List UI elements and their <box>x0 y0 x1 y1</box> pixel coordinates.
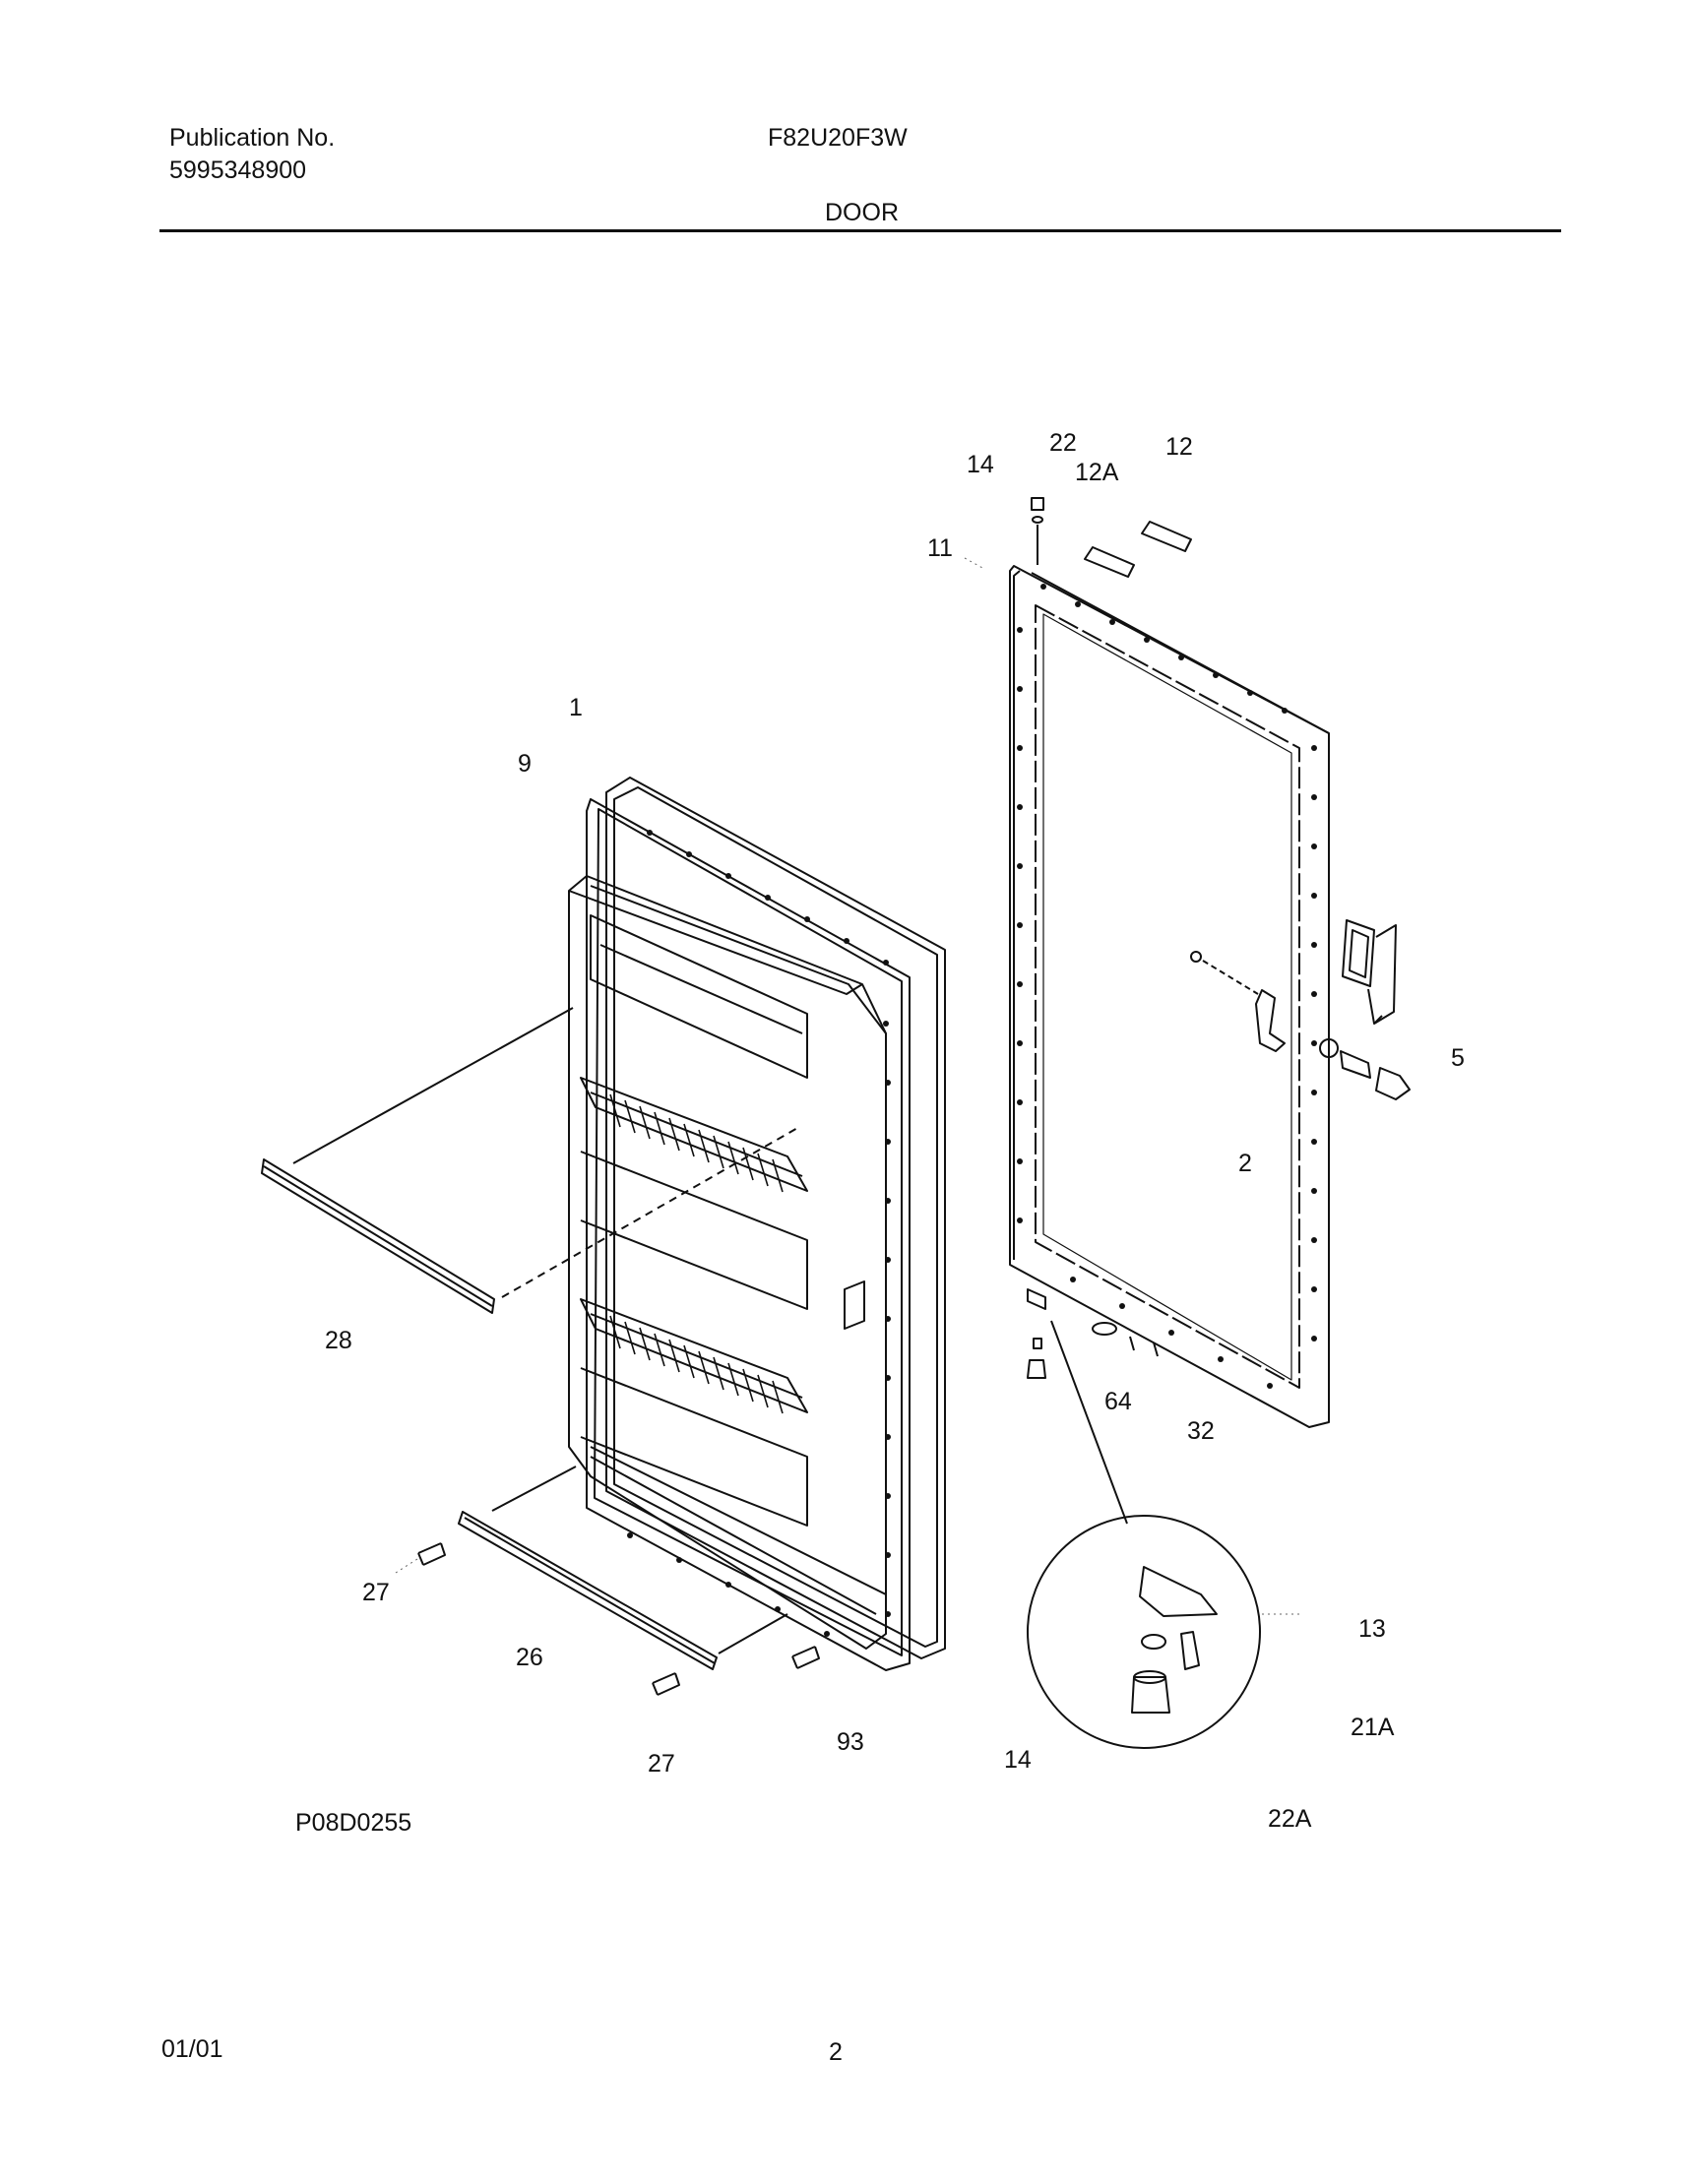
callout-32: 32 <box>1187 1417 1215 1445</box>
latch-icon <box>1190 951 1286 1052</box>
door-liner <box>568 875 887 1650</box>
bottom-hinge-parts <box>1027 1288 1159 1379</box>
door-labels <box>1084 521 1192 578</box>
callout-27-bottom: 27 <box>648 1750 675 1778</box>
shelf-grill-ribs <box>609 1093 784 1414</box>
door-gasket <box>586 777 946 1671</box>
callout-14-top: 14 <box>967 451 994 478</box>
outer-door-panel <box>1009 565 1330 1428</box>
rivet-icons <box>417 1542 820 1696</box>
callout-26: 26 <box>516 1644 543 1671</box>
callout-13: 13 <box>1358 1615 1386 1643</box>
section-title: DOOR <box>825 199 899 226</box>
lock-cylinder-icon <box>1319 1038 1411 1100</box>
callout-9: 9 <box>518 750 532 778</box>
detail-leader-line <box>1050 1320 1128 1525</box>
publication-label: Publication No. <box>169 124 336 152</box>
callout-11: 11 <box>927 534 953 562</box>
callout-27-left: 27 <box>362 1579 390 1606</box>
top-hinge-screw-icon <box>1031 497 1044 565</box>
callout-14-bottom: 14 <box>1004 1746 1032 1774</box>
handle-bracket <box>1342 919 1397 1025</box>
model-number: F82U20F3W <box>768 124 908 152</box>
callout-22: 22 <box>1049 429 1077 457</box>
callout-28: 28 <box>325 1327 352 1354</box>
callout-64: 64 <box>1104 1388 1132 1415</box>
footer-date: 01/01 <box>161 2035 223 2063</box>
drawing-id: P08D0255 <box>295 1809 412 1837</box>
shelf-rail-28 <box>261 1007 800 1314</box>
publication-number: 5995348900 <box>169 156 307 184</box>
header-rule <box>159 229 1561 232</box>
hinge-detail-circle <box>1027 1515 1261 1749</box>
callout-12A: 12A <box>1075 459 1119 486</box>
callout-2: 2 <box>1238 1150 1252 1177</box>
callout-5: 5 <box>1451 1044 1465 1072</box>
callout-1: 1 <box>569 694 583 721</box>
leader-dots <box>395 557 1299 1615</box>
page-number: 2 <box>829 2038 843 2066</box>
gasket-screw-holes <box>627 830 891 1637</box>
callout-21A: 21A <box>1351 1714 1395 1741</box>
callout-12: 12 <box>1165 433 1193 461</box>
callout-22A: 22A <box>1268 1805 1312 1833</box>
shelf-rail-26 <box>458 1466 788 1670</box>
callout-93: 93 <box>837 1728 864 1756</box>
panel-screw-holes <box>1017 584 1317 1389</box>
